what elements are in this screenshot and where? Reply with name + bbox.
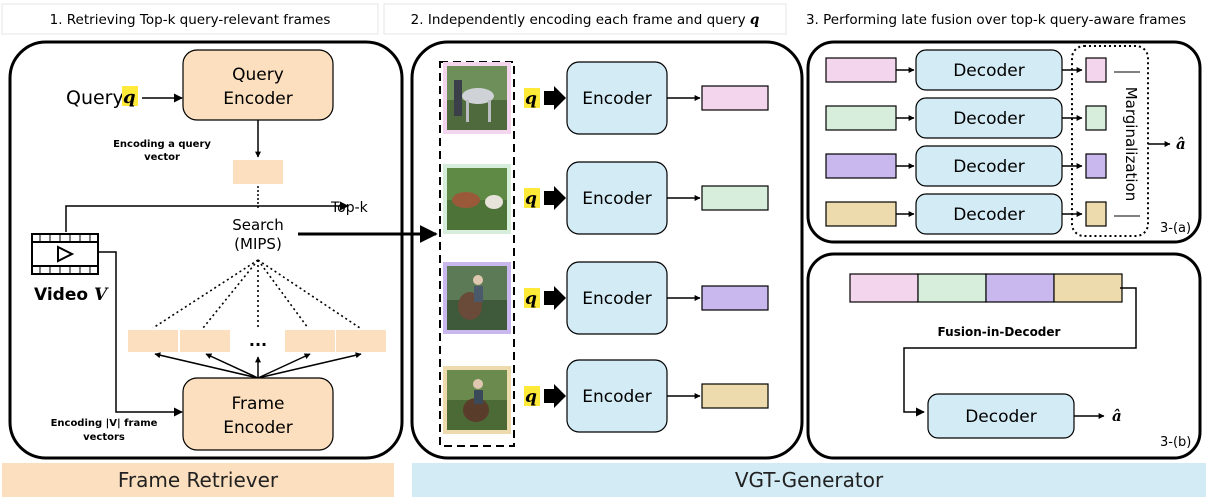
fid-label-bg [934,318,1064,346]
q-to-encoder-arrow [544,186,566,210]
encoding-frames-line1: Encoding |V| frame [51,418,158,429]
footer-vgt-generator: VGT-Generator [412,463,1206,497]
frame-encoder-line1: Frame [232,394,285,414]
footer-frame-retriever: Frame Retriever [2,463,394,497]
q-to-encoder-arrow [544,384,566,408]
fid-concat-segment [985,273,1055,303]
search-line1: Search [232,216,284,234]
query-vector [233,160,283,184]
fid-flow-line [903,287,1137,417]
q-highlight [524,386,540,406]
decoder-label: Decoder [953,109,1025,129]
fid-concat-segment [1053,273,1123,303]
q-var: q [525,387,537,407]
encoder-label: Encoder [582,89,652,109]
frame-vector-1 [128,330,178,352]
decoder-output-score [1085,201,1107,227]
topk-frames-group [439,61,515,447]
frame-thumbnail-3 [443,262,511,334]
query-var: q [123,87,136,108]
frame-vector-2 [180,330,230,352]
footer-frame-retriever-label: Frame Retriever [117,468,279,492]
encoder-label: Encoder [582,289,652,309]
header-box-2 [383,3,787,35]
topk-label: Top-k [330,200,369,216]
query-encoder-line1: Query [232,65,284,85]
encoder-label: Encoder [582,189,652,209]
decoder-input-vector [825,57,897,83]
q-to-encoder-arrow [544,286,566,310]
encoded-vector [701,185,769,211]
q-var: q [525,89,537,109]
marginalization-group [1071,45,1149,237]
encoded-vector [701,85,769,111]
decoder-label: Decoder [953,205,1025,225]
query-encoder-box [182,49,334,121]
decoder-output-score [1085,153,1107,179]
encoder-label: Encoder [582,387,652,407]
answer-b: â [1112,407,1122,425]
decoder-input-vector [825,201,897,227]
encoding-query-line2: vector [144,152,180,163]
video-icon [31,233,99,275]
tag-3a: 3-(a) [1160,221,1191,236]
search-fan-lines [152,259,361,329]
frame-vector-4 [336,330,386,352]
q-highlight [524,88,540,108]
query-encoder-line2: Encoder [223,89,293,109]
decoder-label: Decoder [953,61,1025,81]
q-to-encoder-arrow [544,86,566,110]
query-var-highlight [122,86,138,106]
fusion-panel-a [806,40,1202,244]
decoder-output-score [1085,105,1107,131]
q-highlight [524,188,540,208]
decoder-label: Decoder [953,157,1025,177]
decoder-input-vector [825,105,897,131]
decoder-output-score [1085,57,1107,83]
fid-concat-bar [849,273,1123,303]
fid-decoder-label: Decoder [965,407,1037,427]
frame-thumbnail-1 [443,62,511,134]
q-highlight [524,288,540,308]
header-step-3: 3. Performing late fusion over top-k que… [806,12,1186,28]
frame-encoder-line2: Encoder [223,418,293,438]
frame-vector-ellipsis: ... [249,331,267,350]
decoder-input-vector [825,153,897,179]
fid-concat-segment [917,273,987,303]
query-label: Query [66,87,124,109]
encoded-vector [701,285,769,311]
retriever-panel [8,40,404,460]
frame-encoder-box [182,377,334,451]
search-line2: (MIPS) [234,235,282,253]
tag-3b: 3-(b) [1160,435,1191,450]
header-step-2: 2. Independently encoding each frame and… [411,12,760,28]
video-label: Video V [34,285,109,305]
q-var: q [525,289,537,309]
marginalization-label: Marginalization [1122,87,1140,202]
video-to-topk-line [65,201,349,232]
fusion-panel-b [806,252,1202,460]
footer-vgt-generator-label: VGT-Generator [734,468,884,492]
video-to-frame-encoder-line [98,251,183,417]
q-var: q [525,189,537,209]
frame-encoder-arrows [154,352,362,379]
generator-panel [410,40,804,460]
fid-label: Fusion-in-Decoder [938,325,1061,339]
encoded-vector [701,383,769,409]
fid-concat-segment [849,273,919,303]
encoding-query-line1: Encoding a query [113,139,211,150]
encoding-frames-line2: vectors [83,432,125,443]
header-box-1 [1,3,379,35]
frame-vector-3 [285,330,335,352]
frame-thumbnail-2 [443,164,511,234]
answer-a: â [1176,135,1186,153]
header-step-1: 1. Retrieving Top-k query-relevant frame… [50,12,331,28]
frame-thumbnail-4 [443,366,511,434]
